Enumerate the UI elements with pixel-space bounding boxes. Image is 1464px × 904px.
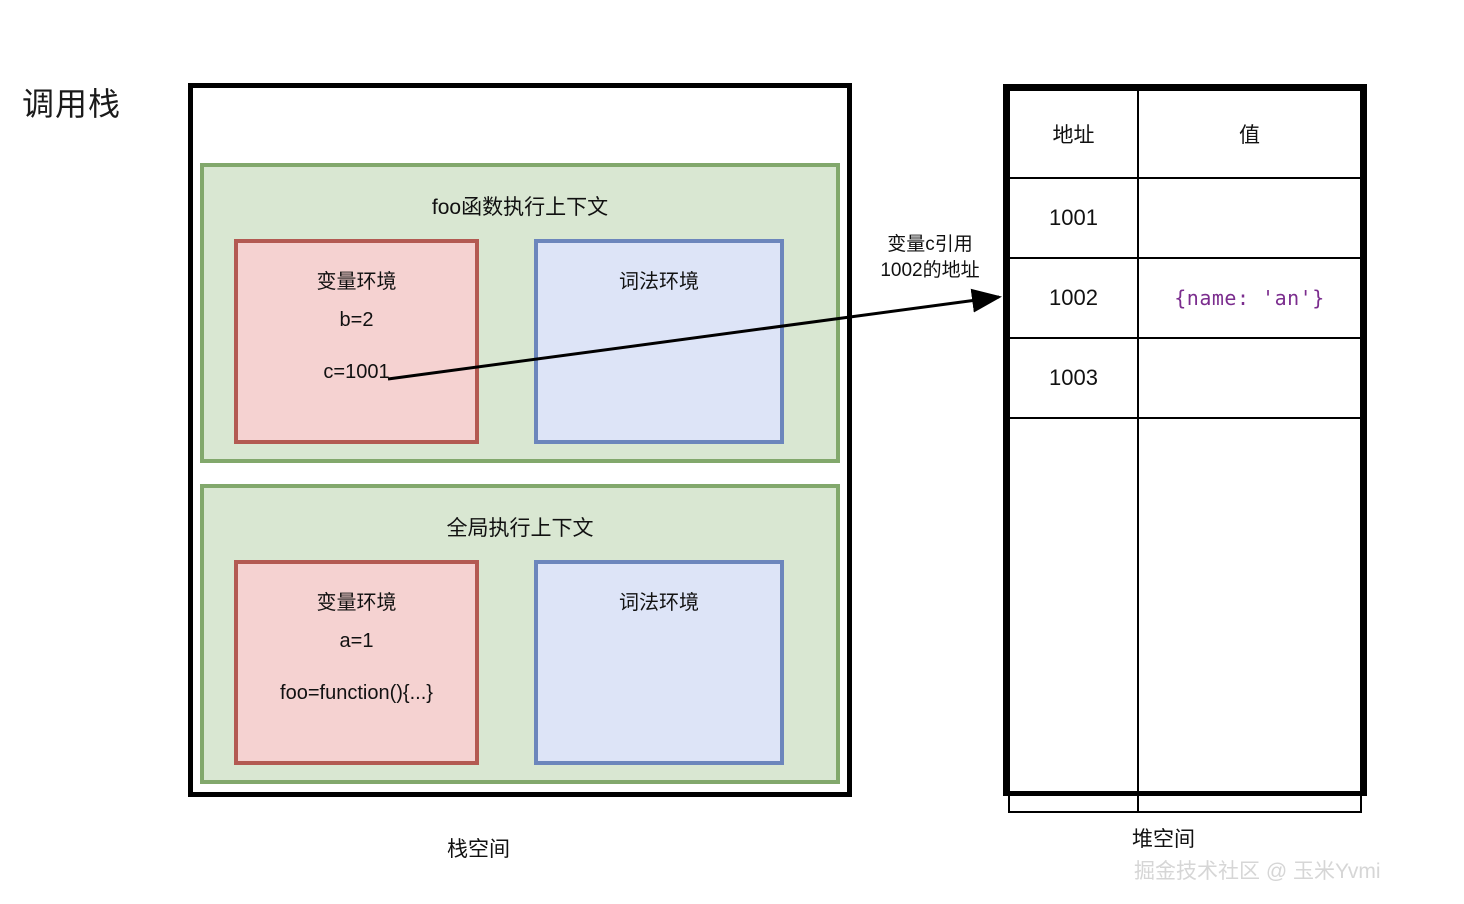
- table-row: 1002 {name: 'an'}: [1008, 257, 1362, 339]
- heap-value-cell: [1137, 337, 1362, 419]
- heap-table: 地址 值 1001 1002 {name: 'an'} 1003: [1003, 84, 1367, 813]
- variable-entry: a=1: [339, 630, 374, 652]
- variable-entry: b=2: [339, 309, 374, 331]
- table-row: 1001: [1008, 177, 1362, 259]
- global-variable-environment: 变量环境 a=1 foo=function(){...}: [234, 560, 479, 765]
- global-lexical-environment-title: 词法环境: [619, 592, 699, 614]
- watermark: 掘金技术社区 @ 玉米Yvmi: [1134, 860, 1381, 883]
- global-lexical-environment: 词法环境: [534, 560, 784, 765]
- foo-variable-environment-entries: b=2 c=1001: [238, 309, 475, 413]
- table-row: [1008, 417, 1362, 813]
- table-row: 1003: [1008, 337, 1362, 419]
- stack-caption: 栈空间: [447, 838, 510, 861]
- execution-context-foo: foo函数执行上下文 变量环境 b=2 c=1001 词法环境: [200, 163, 840, 463]
- foo-lexical-environment: 词法环境: [534, 239, 784, 444]
- heap-address-cell: 1003: [1008, 337, 1139, 419]
- reference-arrow-label-line2: 1002的地址: [880, 259, 980, 281]
- execution-context-global: 全局执行上下文 变量环境 a=1 foo=function(){...} 词法环…: [200, 484, 840, 784]
- heap-caption: 堆空间: [1132, 828, 1195, 851]
- variable-entry: foo=function(){...}: [280, 682, 433, 704]
- reference-arrow-label: 变量c引用 1002的地址: [860, 232, 1000, 283]
- foo-variable-environment-title: 变量环境: [316, 271, 397, 293]
- foo-lexical-environment-title: 词法环境: [619, 271, 699, 293]
- heap-address-cell: [1008, 417, 1139, 813]
- page-title: 调用栈: [22, 86, 122, 122]
- heap-table-header-row: 地址 值: [1008, 89, 1362, 179]
- heap-column-header-address: 地址: [1008, 89, 1139, 179]
- heap-value-cell: [1137, 417, 1362, 813]
- heap-column-header-value: 值: [1137, 89, 1362, 179]
- heap-address-cell: 1002: [1008, 257, 1139, 339]
- execution-context-global-title: 全局执行上下文: [446, 517, 594, 540]
- execution-context-foo-title: foo函数执行上下文: [431, 196, 609, 219]
- heap-value-cell: {name: 'an'}: [1137, 257, 1362, 339]
- reference-arrow-label-line1: 变量c引用: [887, 234, 973, 255]
- variable-entry: c=1001: [323, 361, 390, 383]
- foo-variable-environment: 变量环境 b=2 c=1001: [234, 239, 479, 444]
- heap-value-cell: [1137, 177, 1362, 259]
- heap-address-cell: 1001: [1008, 177, 1139, 259]
- global-variable-environment-entries: a=1 foo=function(){...}: [238, 630, 475, 734]
- global-variable-environment-title: 变量环境: [316, 592, 397, 614]
